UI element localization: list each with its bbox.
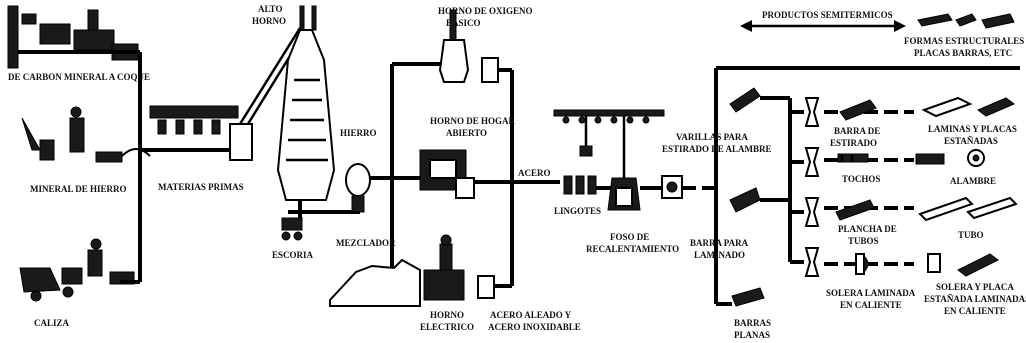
label-horno-electrico-2: ELECTRICO (420, 322, 474, 332)
coal-plant-illustration (8, 6, 140, 68)
limestone-quarry-illustration (20, 239, 134, 301)
tube-plate-illustration (836, 200, 874, 220)
label-barra-laminado-2: LAMINADO (694, 250, 745, 260)
label-escoria: ESCORIA (272, 250, 314, 260)
finishing-mill-4 (790, 248, 914, 276)
label-mineral-hierro: MINERAL DE HIERRO (30, 184, 127, 194)
billet-illustration (730, 188, 760, 212)
label-alambre: ALAMBRE (950, 176, 996, 186)
label-barras-planas-1: BARRAS (734, 318, 771, 328)
label-plancha-1: PLANCHA DE (838, 224, 897, 234)
label-solera-placa-1: SOLERA Y PLACA (936, 282, 1014, 292)
label-alto-horno-2: HORNO (252, 16, 286, 26)
reheating-pit-illustration (608, 178, 640, 210)
label-acero: ACERO (518, 168, 551, 178)
label-barra-laminado-1: BARRA PARA (690, 238, 749, 248)
label-horno-hogar-2: ABIERTO (446, 128, 487, 138)
flat-bar-illustration (732, 288, 764, 306)
hot-rolled-strip-illustration (856, 254, 868, 274)
label-formas-2: PLACAS BARRAS, ETC (914, 48, 1012, 58)
tinned-strip-illustration (928, 254, 998, 276)
label-laminas-2: ESTAÑADAS (944, 136, 998, 146)
label-alto-horno-1: ALTO (258, 4, 283, 14)
label-varillas-2: ESTIRADO DE ALAMBRE (662, 144, 772, 154)
mixer-illustration (346, 164, 392, 212)
label-barras-planas-2: PLANAS (734, 330, 770, 340)
label-hierro: HIERRO (340, 128, 377, 138)
label-laminas-1: LAMINAS Y PLACAS (928, 124, 1017, 134)
label-lingotes: LINGOTES (554, 206, 601, 216)
label-varillas-1: VARILLAS PARA (676, 132, 748, 142)
label-barra-estirado-2: ESTIRADO (830, 138, 877, 148)
label-acero-aleado-2: ACERO INOXIDABLE (488, 322, 581, 332)
label-tochos: TOCHOS (842, 174, 880, 184)
label-solera-1: SOLERA LAMINADA (826, 288, 916, 298)
iron-ore-mine-illustration (22, 107, 150, 162)
label-formas-1: FORMAS ESTRUCTURALES (904, 36, 1024, 46)
label-solera-placa-3: EN CALIENTE (944, 306, 1006, 316)
open-hearth-furnace-illustration (420, 150, 474, 198)
label-plancha-2: TUBOS (848, 236, 879, 246)
label-foso-1: FOSO DE (610, 232, 649, 242)
label-materias-primas: MATERIAS PRIMAS (158, 182, 244, 192)
tube-illustration (920, 198, 1016, 220)
label-horno-electrico-1: HORNO (430, 310, 464, 320)
label-solera-2: EN CALIENTE (840, 300, 902, 310)
semi-products-arrow (740, 20, 906, 32)
rolling-mill-illustration (662, 176, 682, 198)
label-foso-2: RECALENTAMIENTO (586, 244, 679, 254)
label-mezclador: MEZCLADOR (336, 238, 396, 248)
blast-furnace-illustration (278, 6, 360, 240)
label-horno-hogar-1: HORNO DE HOGAR (430, 116, 516, 126)
label-caliza: CALIZA (34, 318, 70, 328)
wire-rod-bar-illustration (730, 88, 760, 112)
ingots-illustration (564, 176, 596, 194)
billets-illustration (838, 154, 868, 162)
drawing-bar-illustration (840, 100, 876, 120)
tinned-sheets-illustration (924, 98, 1014, 116)
label-productos-semitermicos: PRODUCTOS SEMITERMICOS (762, 10, 893, 20)
label-tubo: TUBO (958, 230, 984, 240)
wire-coil-illustration (916, 150, 984, 166)
label-solera-placa-2: ESTAÑADA LAMINADAS (924, 294, 1026, 304)
structural-shapes-illustration (918, 14, 1014, 28)
label-barra-estirado-1: BARRA DE (834, 126, 880, 136)
label-acero-aleado-1: ACERO ALEADO Y (490, 310, 572, 320)
overhead-crane-illustration (554, 110, 664, 178)
label-carbon-mineral: DE CARBON MINERAL A COQUE (8, 72, 150, 82)
